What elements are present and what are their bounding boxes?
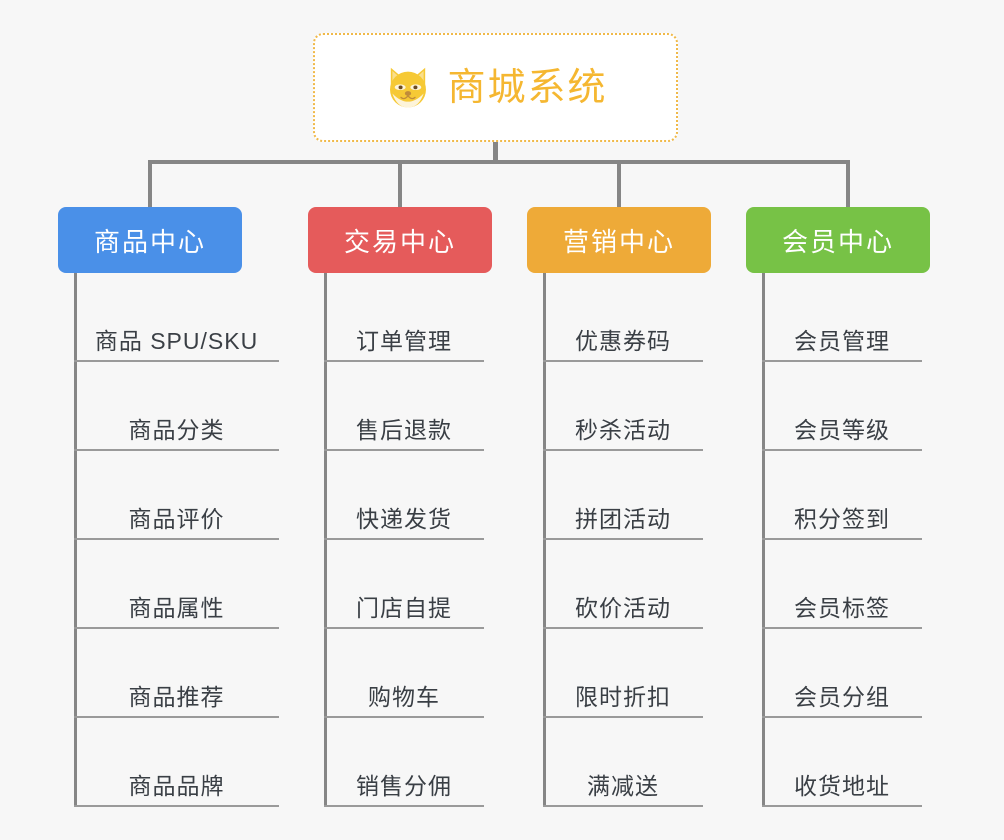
leaf-item[interactable]: 购物车 bbox=[324, 629, 484, 718]
leaf-column-1: 商品 SPU/SKU 商品分类商品评价商品属性商品推荐商品品牌 bbox=[74, 273, 279, 807]
root-title: 商城系统 bbox=[447, 66, 608, 109]
leaf-column-4: 会员管理会员等级积分签到会员标签会员分组收货地址 bbox=[762, 273, 922, 807]
leaf-item-label: 会员管理 bbox=[794, 328, 890, 355]
leaf-item-label: 会员分组 bbox=[794, 684, 890, 711]
leaf-item[interactable]: 会员等级 bbox=[762, 362, 922, 451]
leaf-item[interactable]: 限时折扣 bbox=[543, 629, 703, 718]
leaf-trunk-connector bbox=[324, 273, 327, 807]
leaf-item-label: 门店自提 bbox=[356, 595, 452, 622]
leaf-item[interactable]: 商品品牌 bbox=[74, 718, 279, 807]
leaf-item-label: 限时折扣 bbox=[575, 684, 671, 711]
leaf-item-label: 收货地址 bbox=[794, 773, 890, 800]
leaf-item-label: 秒杀活动 bbox=[575, 417, 671, 444]
leaf-item[interactable]: 门店自提 bbox=[324, 540, 484, 629]
leaf-item-label: 优惠券码 bbox=[575, 328, 671, 355]
leaf-item[interactable]: 商品 SPU/SKU bbox=[74, 273, 279, 362]
leaf-item-label: 会员等级 bbox=[794, 417, 890, 444]
leaf-item-label: 快递发货 bbox=[356, 506, 452, 533]
drop-connector-4 bbox=[846, 160, 850, 208]
leaf-item-label: 会员标签 bbox=[794, 595, 890, 622]
leaf-item-label: 订单管理 bbox=[356, 328, 452, 355]
category-label: 会员中心 bbox=[781, 226, 894, 257]
leaf-item[interactable]: 会员标签 bbox=[762, 540, 922, 629]
leaf-item-label: 购物车 bbox=[368, 684, 440, 711]
leaf-item-label: 拼团活动 bbox=[575, 506, 671, 533]
leaf-item[interactable]: 商品推荐 bbox=[74, 629, 279, 718]
drop-connector-2 bbox=[398, 160, 402, 208]
category-box-2[interactable]: 交易中心 bbox=[308, 207, 492, 273]
leaf-item-label: 满减送 bbox=[587, 773, 659, 800]
leaf-item[interactable]: 满减送 bbox=[543, 718, 703, 807]
leaf-item-label: 积分签到 bbox=[794, 506, 890, 533]
leaf-item[interactable]: 商品评价 bbox=[74, 451, 279, 540]
category-label: 商品中心 bbox=[93, 226, 206, 257]
leaf-item-label: 商品分类 bbox=[128, 417, 225, 444]
leaf-item-label: 销售分佣 bbox=[356, 773, 452, 800]
leaf-item[interactable]: 秒杀活动 bbox=[543, 362, 703, 451]
leaf-item-label: 商品 SPU/SKU bbox=[94, 328, 259, 355]
leaf-item[interactable]: 售后退款 bbox=[324, 362, 484, 451]
leaf-item-label: 商品评价 bbox=[128, 506, 225, 533]
leaf-trunk-connector bbox=[762, 273, 765, 807]
category-box-3[interactable]: 营销中心 bbox=[527, 207, 711, 273]
root-node[interactable]: 商城系统 bbox=[313, 33, 678, 142]
leaf-item[interactable]: 商品分类 bbox=[74, 362, 279, 451]
leaf-item[interactable]: 砍价活动 bbox=[543, 540, 703, 629]
leaf-item-label: 商品属性 bbox=[128, 595, 225, 622]
drop-connector-1 bbox=[148, 160, 152, 208]
leaf-item[interactable]: 销售分佣 bbox=[324, 718, 484, 807]
category-box-1[interactable]: 商品中心 bbox=[58, 207, 242, 273]
leaf-item[interactable]: 快递发货 bbox=[324, 451, 484, 540]
leaf-item-label: 砍价活动 bbox=[575, 595, 671, 622]
drop-connector-3 bbox=[617, 160, 621, 208]
category-label: 交易中心 bbox=[343, 226, 456, 257]
leaf-item[interactable]: 积分签到 bbox=[762, 451, 922, 540]
leaf-item-label: 商品品牌 bbox=[128, 773, 225, 800]
leaf-item[interactable]: 商品属性 bbox=[74, 540, 279, 629]
leaf-trunk-connector bbox=[543, 273, 546, 807]
leaf-item[interactable]: 订单管理 bbox=[324, 273, 484, 362]
leaf-item[interactable]: 收货地址 bbox=[762, 718, 922, 807]
leaf-trunk-connector bbox=[74, 273, 77, 807]
root-stem-connector bbox=[493, 142, 498, 164]
leaf-column-3: 优惠券码秒杀活动拼团活动砍价活动限时折扣满减送 bbox=[543, 273, 703, 807]
leaf-item[interactable]: 会员管理 bbox=[762, 273, 922, 362]
shiba-dog-face-icon bbox=[383, 63, 433, 113]
category-box-4[interactable]: 会员中心 bbox=[746, 207, 930, 273]
leaf-item-label: 售后退款 bbox=[356, 417, 452, 444]
leaf-item[interactable]: 会员分组 bbox=[762, 629, 922, 718]
horizontal-bus-connector bbox=[148, 160, 850, 164]
leaf-item[interactable]: 优惠券码 bbox=[543, 273, 703, 362]
leaf-item-label: 商品推荐 bbox=[128, 684, 225, 711]
category-label: 营销中心 bbox=[562, 226, 675, 257]
leaf-item[interactable]: 拼团活动 bbox=[543, 451, 703, 540]
leaf-column-2: 订单管理售后退款快递发货门店自提购物车销售分佣 bbox=[324, 273, 484, 807]
